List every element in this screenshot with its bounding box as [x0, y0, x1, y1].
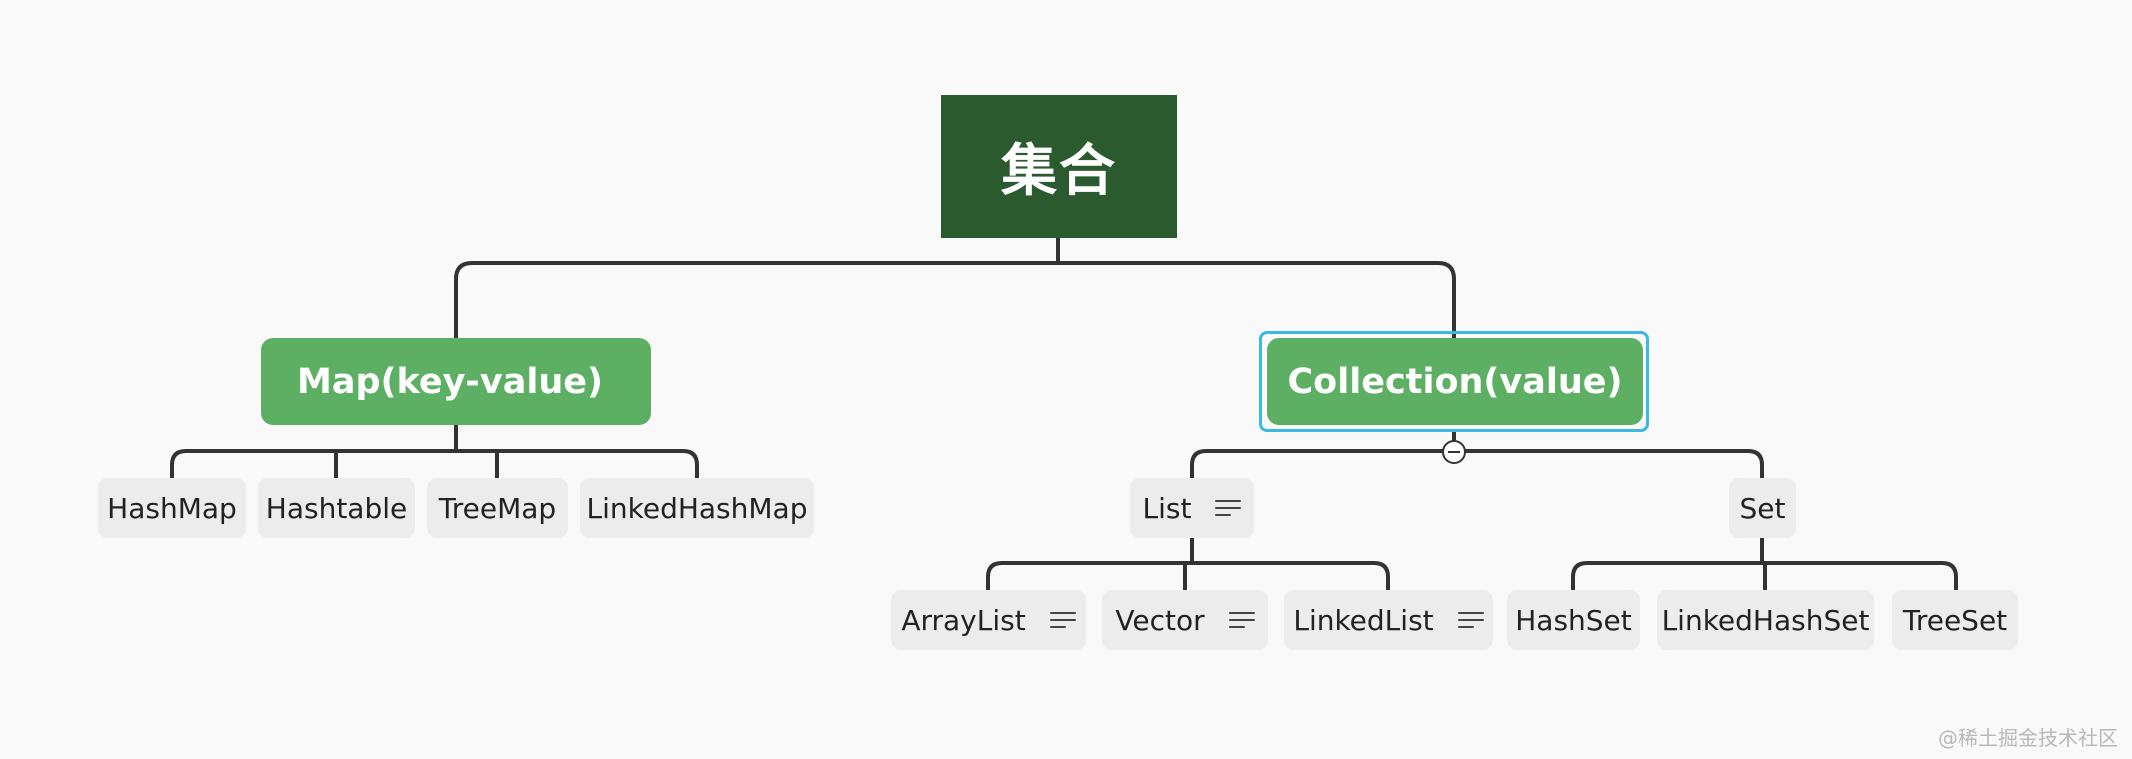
note-lines-icon[interactable]	[1228, 610, 1255, 630]
set-child-treeset[interactable]: TreeSet	[1892, 590, 2018, 650]
leaf-label: TreeSet	[1902, 603, 2008, 637]
map-child-hashtable[interactable]: Hashtable	[258, 478, 415, 538]
note-lines-icon[interactable]	[1215, 498, 1242, 518]
leaf-label: HashSet	[1515, 603, 1632, 637]
collection-child-set[interactable]: Set	[1729, 478, 1796, 538]
list-child-linkedlist[interactable]: LinkedList	[1284, 590, 1493, 650]
leaf-label: LinkedHashSet	[1661, 603, 1870, 637]
note-lines-icon[interactable]	[1457, 610, 1484, 630]
root-label: 集合	[1001, 139, 1117, 204]
leaf-label: Vector	[1115, 603, 1205, 637]
root-node[interactable]: 集合	[941, 95, 1177, 238]
leaf-label: HashMap	[107, 491, 237, 525]
map-child-hashmap[interactable]: HashMap	[98, 478, 246, 538]
leaf-label: LinkedList	[1293, 603, 1434, 637]
leaf-label: TreeMap	[438, 491, 557, 525]
leaf-label: Set	[1739, 491, 1786, 525]
map-label: Map(key-value)	[297, 361, 603, 402]
set-child-hashset[interactable]: HashSet	[1507, 590, 1640, 650]
map-child-linkedhashmap[interactable]: LinkedHashMap	[580, 478, 814, 538]
collapse-minus-icon[interactable]	[1442, 440, 1466, 464]
list-child-arraylist[interactable]: ArrayList	[891, 590, 1086, 650]
collection-node[interactable]: Collection(value)	[1267, 338, 1643, 425]
collection-label: Collection(value)	[1287, 361, 1623, 402]
note-lines-icon[interactable]	[1049, 610, 1076, 630]
map-node[interactable]: Map(key-value)	[261, 338, 651, 425]
leaf-label: Hashtable	[265, 491, 408, 525]
list-child-vector[interactable]: Vector	[1102, 590, 1268, 650]
map-child-treemap[interactable]: TreeMap	[427, 478, 568, 538]
selection-outline	[1259, 331, 1649, 432]
watermark: @稀土掘金技术社区	[1938, 726, 2118, 750]
leaf-label: List	[1142, 491, 1192, 525]
set-child-linkedhashset[interactable]: LinkedHashSet	[1657, 590, 1874, 650]
leaf-label: LinkedHashMap	[586, 491, 808, 525]
collection-child-list[interactable]: List	[1130, 478, 1254, 538]
leaf-label: ArrayList	[901, 603, 1026, 637]
